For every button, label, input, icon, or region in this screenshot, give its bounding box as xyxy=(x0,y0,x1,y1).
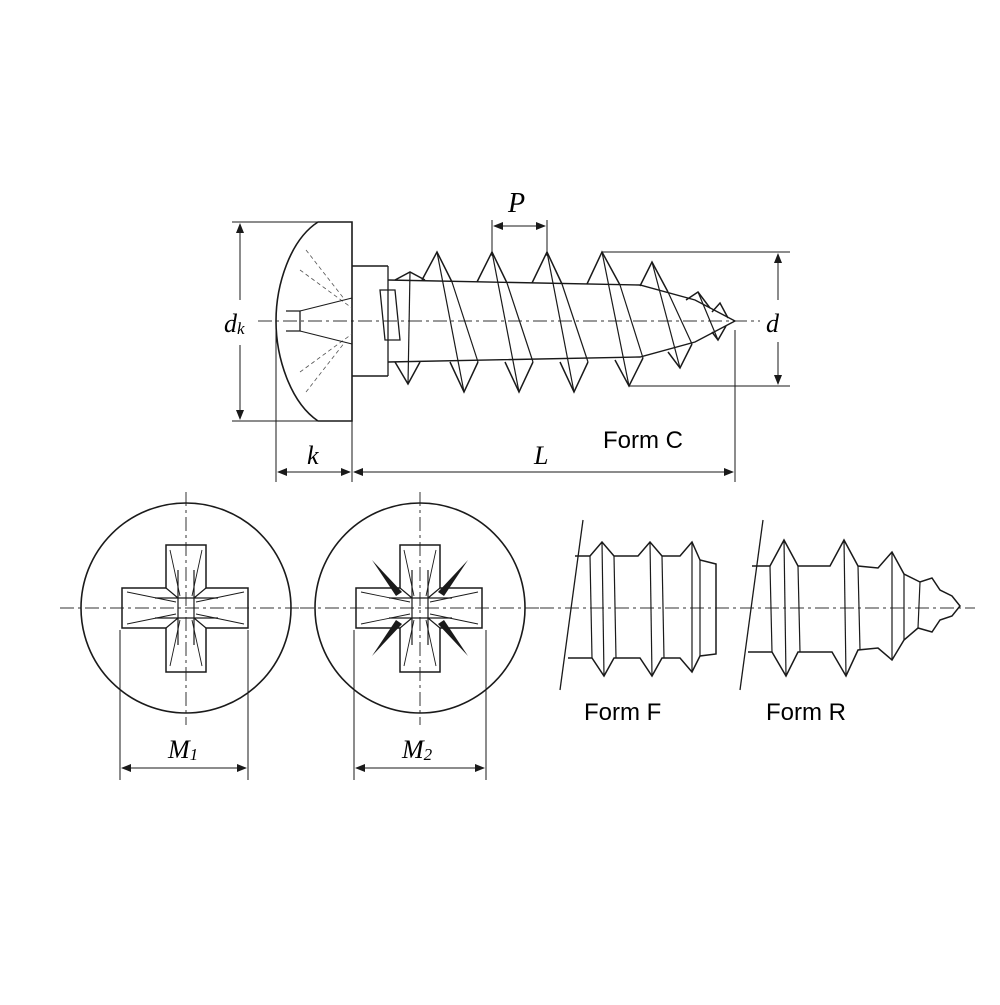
label-form-r: Form R xyxy=(766,699,846,726)
head-circle-m1 xyxy=(80,502,292,714)
form-f-outline xyxy=(568,540,717,678)
cross-inner-m1 xyxy=(155,570,218,645)
recess-hidden-lines xyxy=(299,249,353,393)
cross-shading-m1 xyxy=(126,549,245,667)
label-form-f: Form F xyxy=(584,699,661,726)
head-circle-m2 xyxy=(314,502,526,714)
dim-dk: dk xyxy=(224,221,318,422)
label-L: L xyxy=(533,441,548,470)
form-f-threads xyxy=(589,541,701,677)
label-k: k xyxy=(307,441,319,470)
pan-head xyxy=(275,221,353,422)
label-dk: dk xyxy=(224,309,245,338)
star-spikes-m2 xyxy=(372,560,468,656)
label-form-c: Form C xyxy=(603,427,683,454)
form-r-threads xyxy=(769,539,921,677)
break-line-r xyxy=(739,519,764,691)
dim-k-L: k L xyxy=(275,330,736,482)
head-view-m1: M1 xyxy=(60,492,300,780)
form-f-view: Form F xyxy=(559,519,717,726)
form-r-view: Form R xyxy=(739,519,961,726)
thread-crests-top xyxy=(394,250,729,319)
dim-P: P xyxy=(491,188,548,256)
label-P: P xyxy=(507,188,525,219)
form-r-outline xyxy=(748,538,961,678)
break-line-f xyxy=(559,519,584,691)
cross-shading-m2 xyxy=(360,549,479,667)
thread-start xyxy=(379,266,401,376)
dim-d: d xyxy=(602,251,790,387)
label-M2: M2 xyxy=(401,735,433,764)
label-d: d xyxy=(766,309,780,338)
recess-slot xyxy=(286,310,301,332)
label-M1: M1 xyxy=(167,735,198,764)
cross-inner-m2 xyxy=(389,570,452,645)
neck xyxy=(352,265,388,377)
recess-cone xyxy=(299,297,353,345)
thread-helix xyxy=(407,251,719,393)
head-view-m2: M2 xyxy=(300,492,540,780)
